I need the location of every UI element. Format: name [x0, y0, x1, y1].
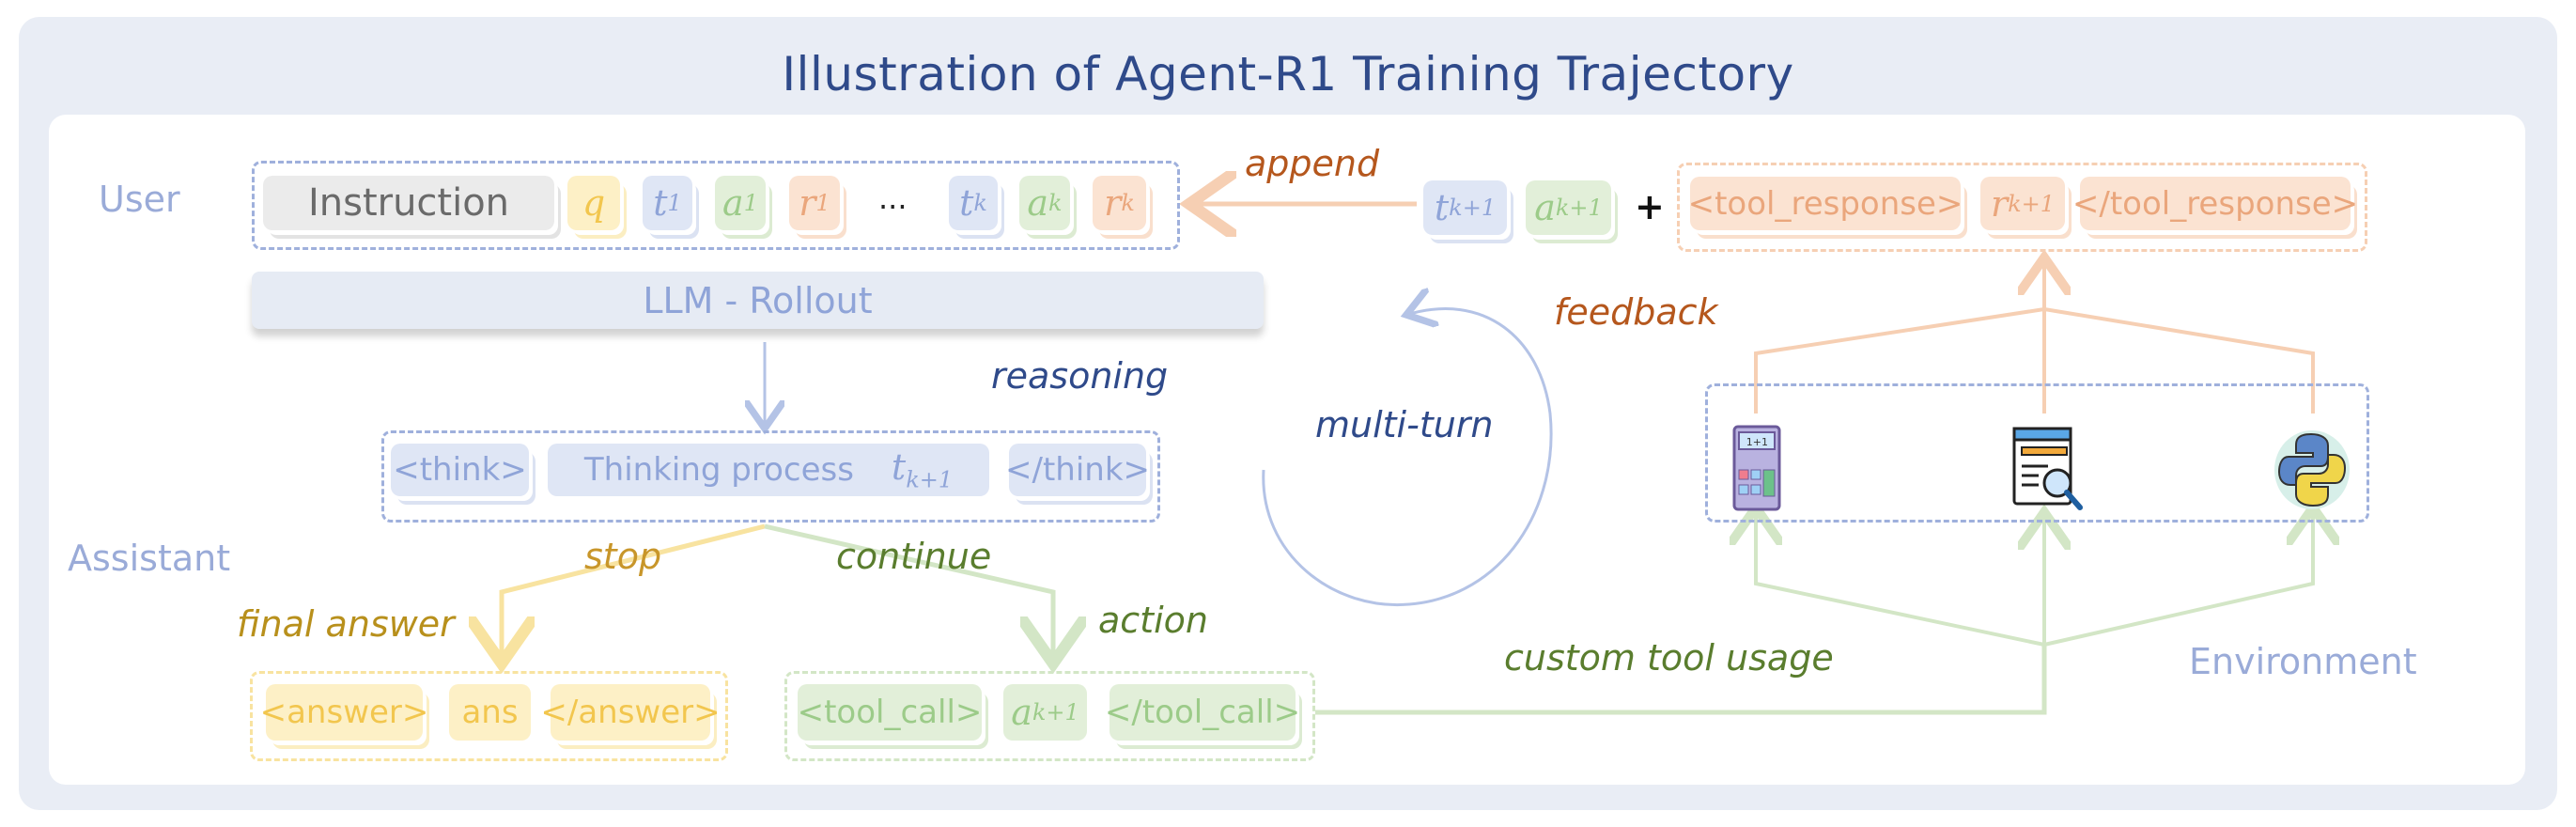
multi-turn-label: multi-turn [1315, 404, 1494, 445]
python-icon [2274, 430, 2350, 509]
tool-call-a-base: a [1011, 692, 1032, 733]
feedback-right [2043, 307, 2315, 414]
continue-branch [764, 523, 1053, 663]
think-open-chip: <think> [391, 444, 529, 496]
llm-rollout-bar: LLM - Rollout [252, 272, 1264, 329]
r1-base: r [799, 182, 816, 224]
tool-response-close-chip: </tool_response> [2072, 177, 2358, 230]
custom-tool-usage-label: custom tool usage [1504, 637, 1834, 679]
rk-sub: k [1121, 190, 1135, 216]
rk-base: r [1104, 182, 1122, 224]
feedback-label: feedback [1554, 291, 1718, 333]
tool-response-box [1677, 163, 2367, 252]
answer-close-chip: </answer> [540, 684, 721, 741]
stop-branch [502, 523, 766, 663]
reasoning-label: reasoning [991, 355, 1169, 397]
tool-call-open-chip: <tool_call> [798, 684, 982, 741]
t1-sub: 1 [667, 190, 682, 216]
calculator-icon: 1+1 [1732, 425, 1781, 511]
tool-response-open-chip: <tool_response> [1688, 177, 1963, 230]
user-label: User [99, 179, 180, 220]
answer-text-chip: ans [449, 684, 531, 741]
action-label: action [1098, 600, 1208, 641]
feedback-left [1754, 307, 2045, 414]
continue-label: continue [836, 536, 992, 577]
tk-sub: k [973, 190, 987, 216]
stop-label: stop [584, 536, 662, 577]
final-answer-label: final answer [237, 603, 455, 645]
rk1-sub: k+1 [2008, 190, 2056, 217]
appended-t-sub: k+1 [1449, 195, 1497, 221]
plus-sign: + [1635, 186, 1665, 227]
calculator-display-text: 1+1 [1746, 436, 1768, 448]
a1-base: a [722, 182, 744, 224]
tool-call-a-sub: k+1 [1032, 699, 1079, 726]
appended-a-sub: k+1 [1555, 195, 1603, 221]
tk-base: t [959, 182, 974, 224]
think-close-chip: </think> [1005, 444, 1150, 496]
ak-sub: k [1048, 190, 1063, 216]
t1-base: t [653, 182, 668, 224]
tool-usage-line [1315, 645, 2047, 715]
answer-open-chip: <answer> [260, 684, 428, 741]
assistant-label: Assistant [68, 538, 231, 579]
environment-label: Environment [2189, 641, 2417, 682]
thinking-process-chip: Thinking process tk+1 [548, 444, 989, 496]
multi-turn-loop [1262, 309, 1553, 607]
tool-call-box [784, 671, 1315, 761]
query-chip: q [567, 176, 620, 230]
r1-sub: 1 [815, 190, 830, 216]
ellipsis: ... [878, 180, 908, 216]
answer-box [250, 671, 728, 761]
instruction-chip: Instruction [263, 176, 554, 230]
thinking-process-text: Thinking process [583, 451, 854, 489]
appended-t-base: t [1434, 187, 1450, 228]
think-t-sub: k+1 [906, 466, 954, 493]
tool-usage-left [1756, 507, 2045, 647]
think-box [381, 430, 1160, 523]
diagram-title: Illustration of Agent-R1 Training Trajec… [782, 47, 1794, 101]
think-t-base: t [891, 446, 907, 489]
rk1-base: r [1990, 182, 2009, 225]
appended-a-base: a [1534, 187, 1556, 228]
tool-usage-right [2043, 507, 2313, 647]
tool-call-close-chip: </tool_call> [1105, 684, 1300, 741]
ak-base: a [1027, 182, 1049, 224]
environment-box [1705, 383, 2369, 523]
a1-sub: 1 [743, 190, 758, 216]
append-label: append [1245, 143, 1380, 184]
search-document-icon [2012, 427, 2083, 510]
user-sequence-box [252, 161, 1180, 250]
